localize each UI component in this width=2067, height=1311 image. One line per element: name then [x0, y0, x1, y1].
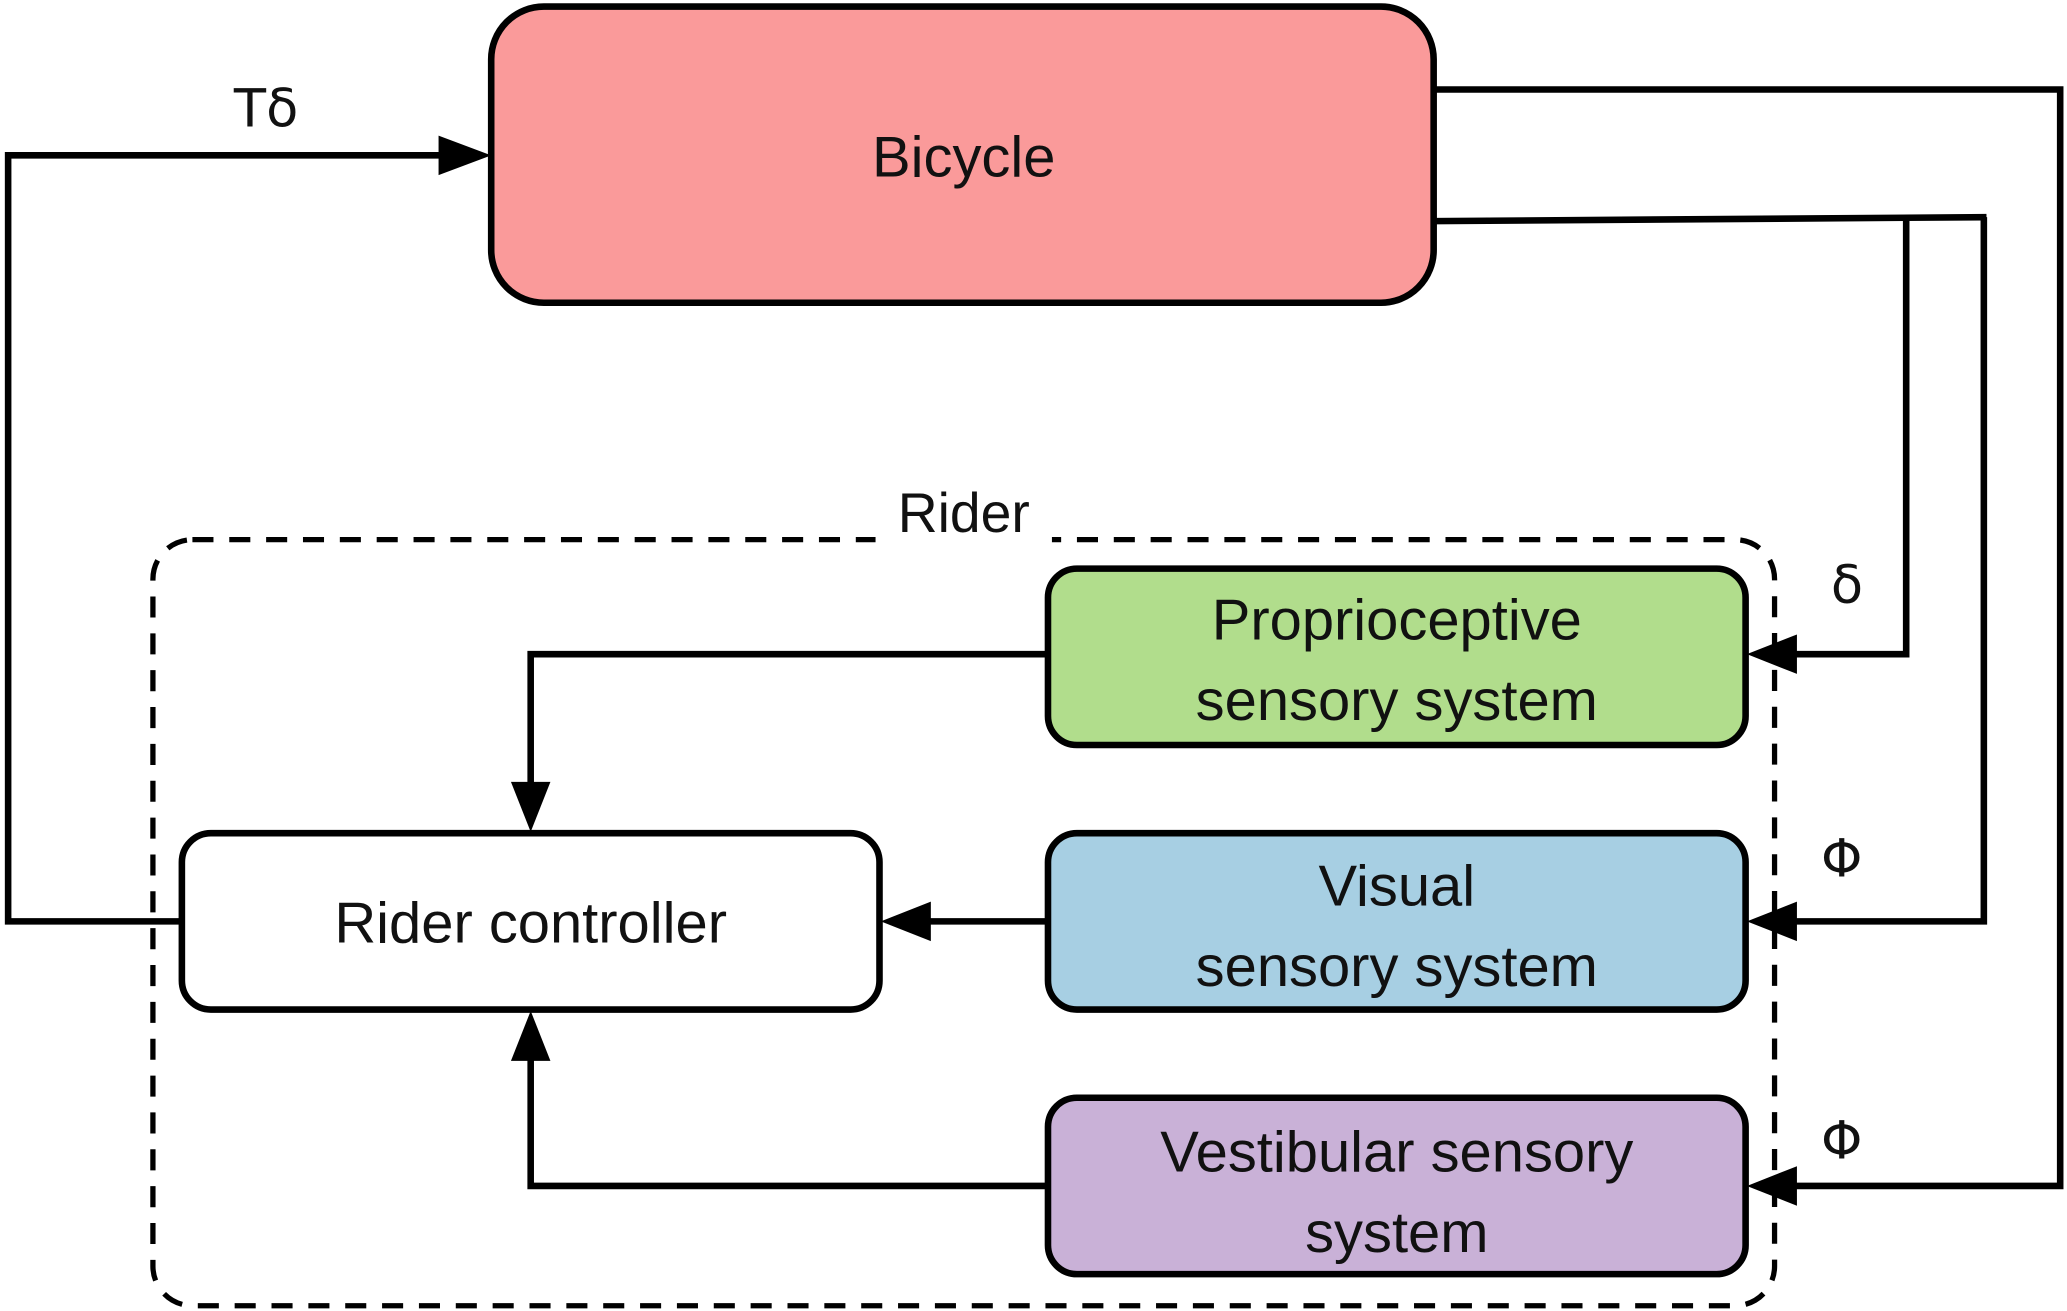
- visual-label-line1: Visual: [1318, 855, 1475, 919]
- vestibular-label-line1: Vestibular sensory: [1160, 1120, 1633, 1184]
- arrowhead-bicycle-input: [438, 135, 492, 176]
- bicycle-block: Bicycle: [487, 3, 1437, 307]
- proprioceptive-block: Proprioceptive sensory system: [1044, 565, 1749, 749]
- arrowhead-controller-bottom: [510, 1010, 551, 1061]
- signal-label-steer-torque: Tδ: [233, 78, 298, 139]
- rider-controller-block-shape: [178, 829, 883, 1013]
- proprioceptive-block-shape: [1044, 565, 1749, 749]
- wire-vestibular-to-controller: [527, 1053, 1048, 1190]
- wire-bicycle-output-bus: [1433, 213, 1987, 225]
- rider-label-background: [875, 519, 1052, 552]
- wire-bicycle-steer-angle: [1791, 218, 1910, 658]
- visual-block-shape: [1044, 829, 1749, 1013]
- vestibular-block-shape: [1044, 1094, 1749, 1278]
- rider-group-label: Rider: [898, 482, 1030, 544]
- proprioceptive-label-line1: Proprioceptive: [1212, 589, 1582, 653]
- arrowhead-controller-right: [880, 901, 931, 942]
- signal-label-roll-visual: Φ: [1821, 829, 1862, 890]
- signal-label-roll-vestibular: Φ: [1821, 1110, 1862, 1171]
- wire-controller-to-bicycle: [4, 152, 450, 925]
- vestibular-block: Vestibular sensory system: [1044, 1094, 1749, 1278]
- wire-bicycle-roll-visual: [1791, 217, 1988, 925]
- vestibular-label-line2: system: [1305, 1201, 1488, 1265]
- arrowhead-vestibular-input: [1746, 1166, 1797, 1206]
- visual-label-line2: sensory system: [1196, 935, 1598, 999]
- bicycle-block-shape: [487, 3, 1437, 307]
- rider-controller-label: Rider controller: [334, 891, 727, 955]
- arrowhead-proprioceptive-input: [1746, 634, 1797, 674]
- bicycle-label: Bicycle: [872, 125, 1055, 189]
- wire-bicycle-roll-vestibular: [1433, 86, 2064, 1190]
- rider-controller-block: Rider controller: [178, 829, 883, 1013]
- proprioceptive-label-line2: sensory system: [1196, 669, 1598, 733]
- arrowhead-visual-input: [1746, 901, 1797, 942]
- signal-label-steer-angle: δ: [1831, 555, 1863, 616]
- arrowhead-controller-top: [510, 781, 551, 832]
- wire-proprioceptive-to-controller: [527, 650, 1048, 790]
- visual-block: Visual sensory system: [1044, 829, 1749, 1013]
